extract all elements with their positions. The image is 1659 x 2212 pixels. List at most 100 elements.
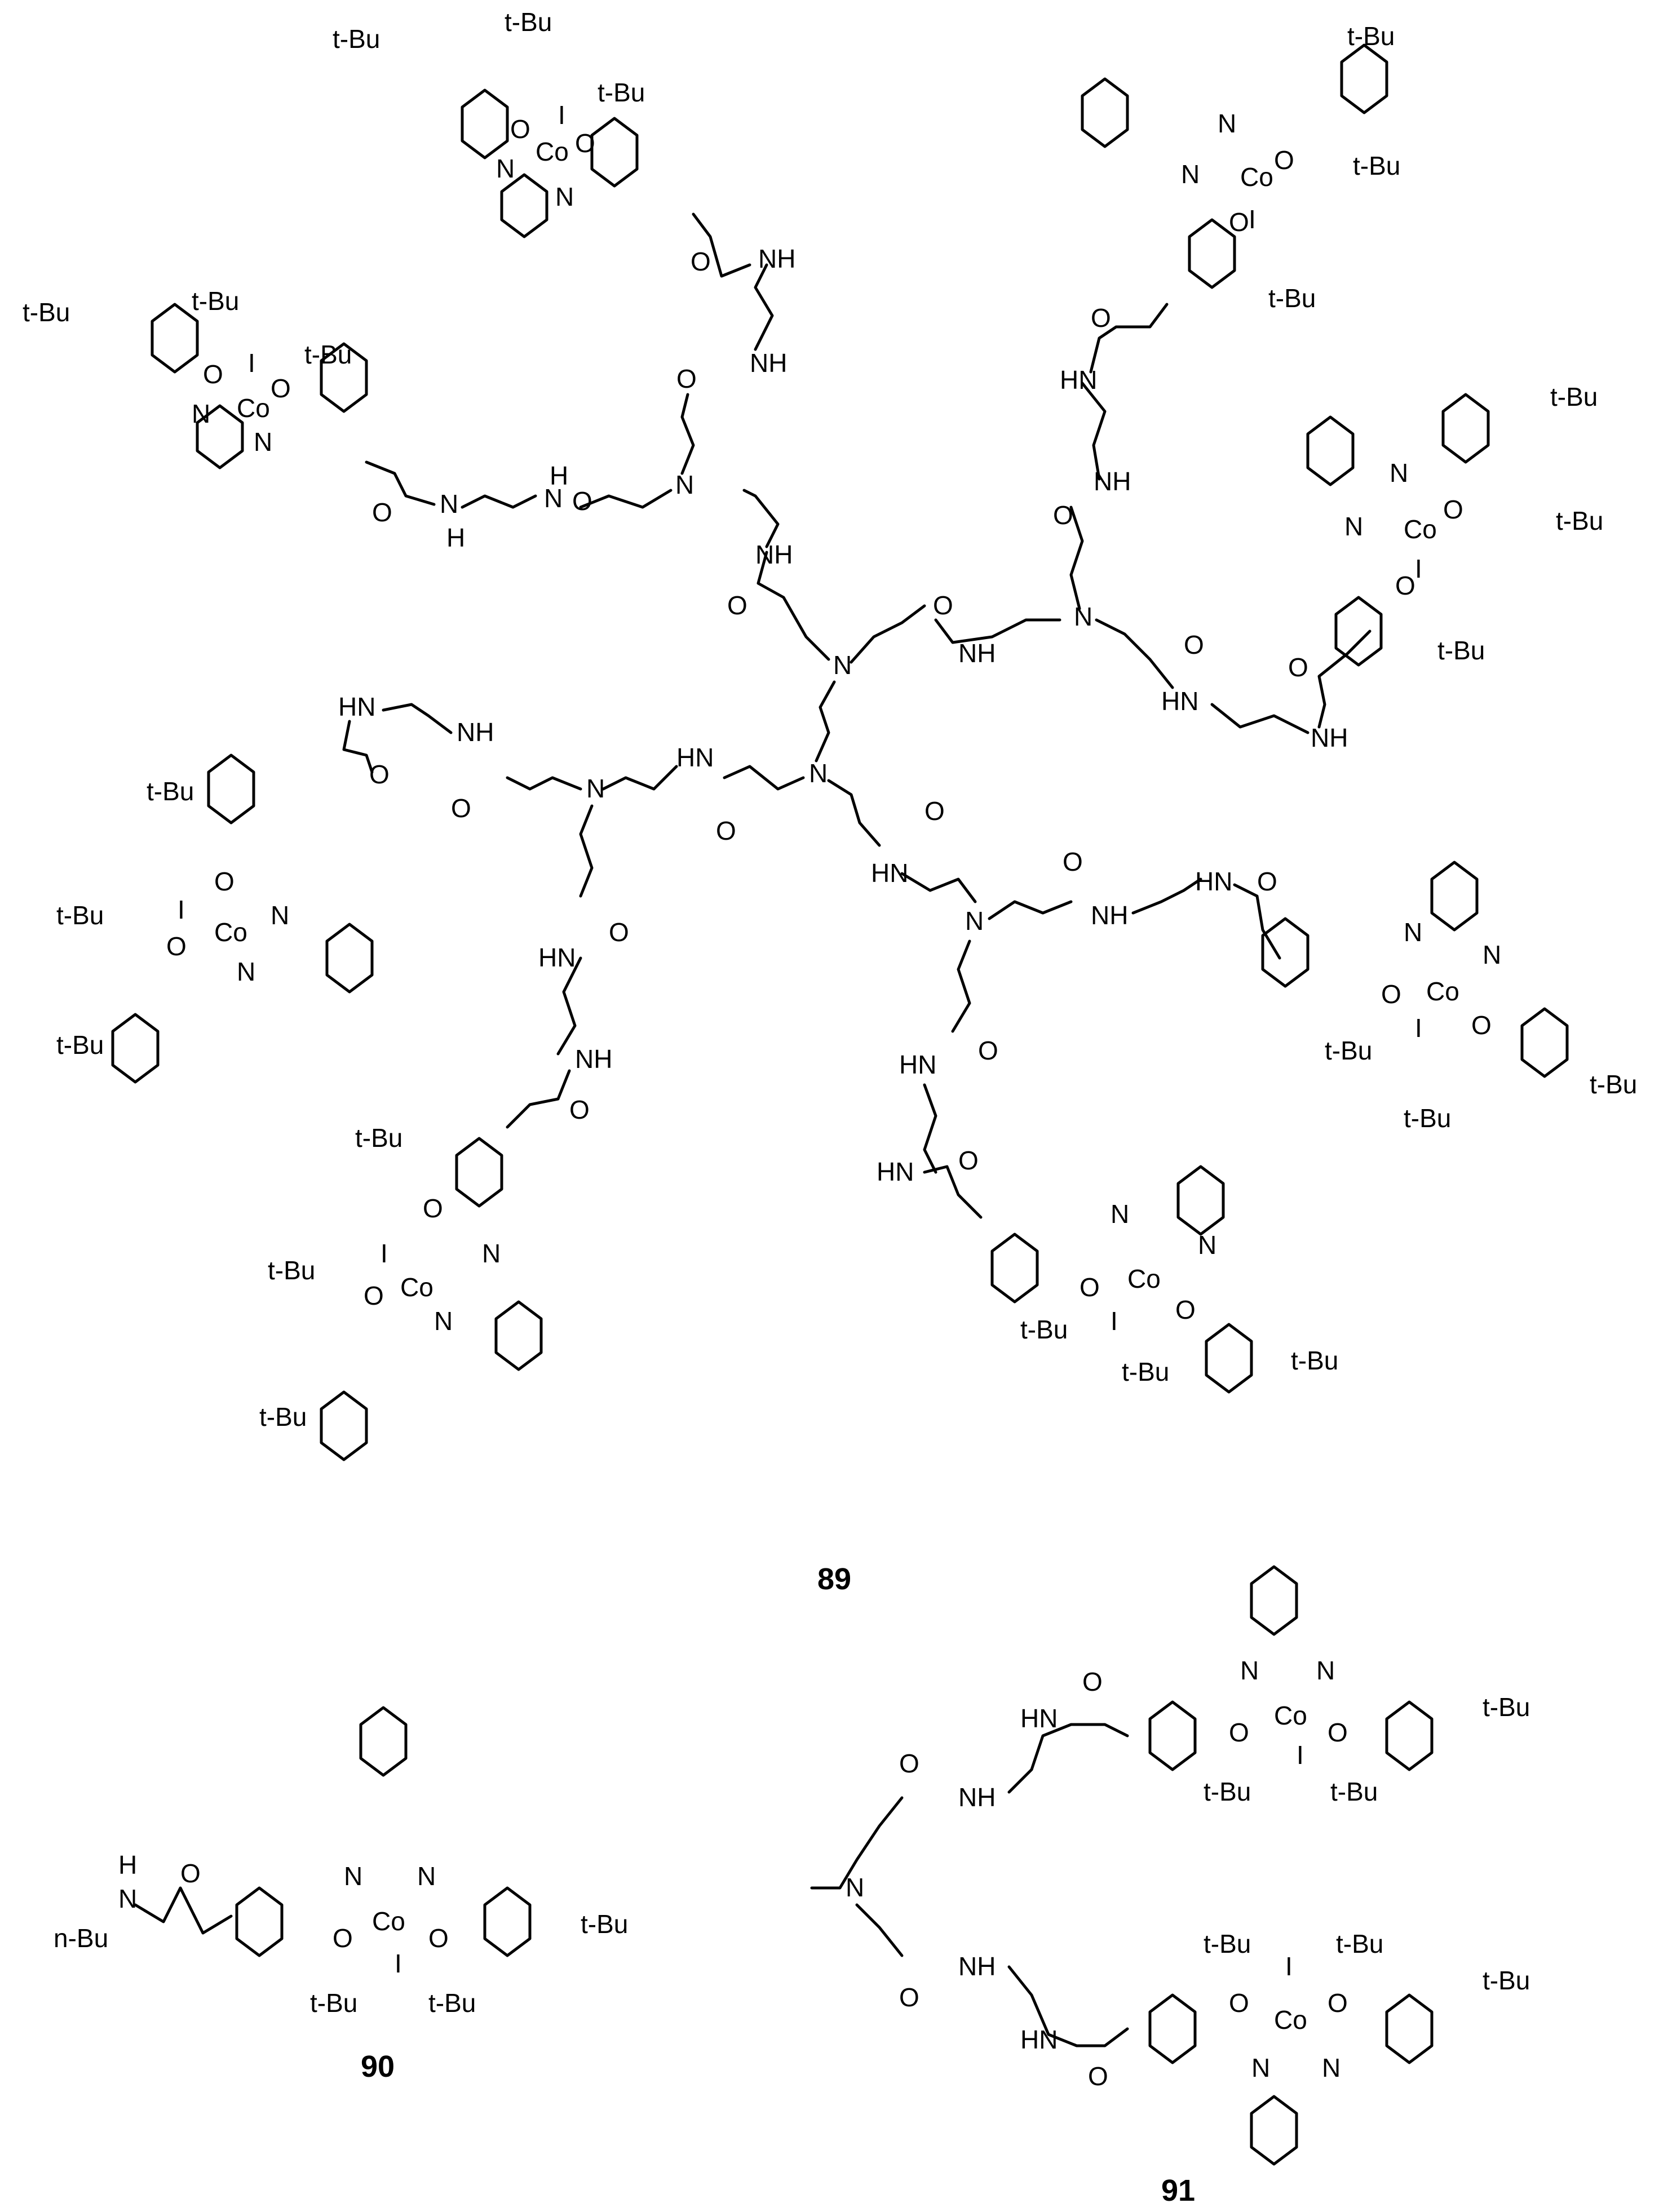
aryl-ring-2 xyxy=(1334,596,1383,667)
lower-cyclohexane-ring xyxy=(1250,2095,1298,2166)
cyclohexane-ring xyxy=(1081,77,1129,148)
aryl-ring-2 xyxy=(1188,218,1236,289)
aryl-ring xyxy=(151,303,199,374)
branch-lr-chain-down xyxy=(951,939,971,1033)
branch-ll-chain-down xyxy=(579,804,594,898)
tbu-label: t-Bu xyxy=(310,1988,357,2018)
branch-ul-amide-o: O xyxy=(727,591,747,620)
branch-ll-o-down: O xyxy=(609,917,629,947)
branch-ur-linker-up xyxy=(1081,382,1107,481)
cobalt-atom: Co xyxy=(400,1273,433,1302)
branch-ul-n-left: N xyxy=(544,484,563,513)
tbu-label-2: t-Bu xyxy=(1404,1103,1451,1133)
tbu-label: t-Bu xyxy=(355,1123,402,1152)
branch-lr-hn-down: HN xyxy=(899,1050,936,1079)
compound-89-structure: N N O NH N O NH HN O O HN NH xyxy=(23,7,1637,1596)
tbu-label-2: t-Bu xyxy=(192,286,239,316)
phenoxide-o-2: O xyxy=(575,128,595,158)
branch-ul-h-left: H xyxy=(550,461,568,490)
tbu-label: t-Bu xyxy=(1020,1315,1068,1344)
branch-lower-left: HN O N O NH HN O O HN NH O xyxy=(338,692,736,1129)
tbu-label-3: t-Bu xyxy=(1291,1346,1338,1375)
co-salen-unit-lower-left: Co I O O N N t-Bu t-Bu t-Bu xyxy=(259,1123,543,1461)
lower-cobalt-atom: Co xyxy=(1274,2005,1307,2034)
core-ethylene-bridge xyxy=(815,680,836,763)
n-butyl-label: n-Bu xyxy=(54,1923,108,1953)
imine-n: N xyxy=(192,399,210,428)
branch-ll-nh-left: NH xyxy=(457,717,494,747)
upper-cyclohexane-ring xyxy=(1250,1565,1298,1636)
branch-ul-nh-up: NH xyxy=(750,348,787,378)
branch-ul-n-left-2: N xyxy=(440,489,458,518)
amide-n: N xyxy=(118,1884,137,1913)
aryl-ring xyxy=(1261,917,1309,988)
upper-tbu-label: t-Bu xyxy=(1204,1777,1251,1806)
compound-90-structure: H N n-Bu O Co I O O N N t-Bu t-Bu t-Bu 9… xyxy=(54,1706,628,2084)
branch-ul-o-up-2: O xyxy=(691,247,711,276)
compound-label-91: 91 xyxy=(1161,2174,1195,2207)
tbu-label-3: t-Bu xyxy=(259,1402,307,1431)
branch-ul-chain xyxy=(742,489,780,548)
tbu-label-3: t-Bu xyxy=(598,78,645,107)
branch-ll-nitrogen: N xyxy=(586,774,605,803)
branch-ul-o-left-2: O xyxy=(372,498,392,527)
branch-lr-o-right-2: O xyxy=(1257,867,1277,896)
aryl-ring-2 xyxy=(111,1013,160,1084)
branch-ll-hn-down: HN xyxy=(538,943,576,972)
branch-ll-o-left-2: O xyxy=(369,760,390,789)
cobalt-atom: Co xyxy=(1127,1264,1161,1293)
tbu-label-2: t-Bu xyxy=(1556,506,1603,535)
amide-o-upper-2: O xyxy=(1082,1667,1103,1696)
branch-upper-left: O NH N O NH NH O O H N N H O xyxy=(365,212,795,620)
lower-iodide-atom: I xyxy=(1285,1952,1293,1981)
cobalt-atom: Co xyxy=(237,393,270,423)
branch-lr-o-right: O xyxy=(1063,847,1083,876)
tbu-label: t-Bu xyxy=(23,298,70,327)
branch-ll-o-down-2: O xyxy=(569,1095,590,1124)
tbu-label: t-Bu xyxy=(1347,21,1395,51)
branch-ul-chain-left xyxy=(579,489,673,509)
phenoxide-o: O xyxy=(1274,145,1294,175)
amide-o-lower-2: O xyxy=(1088,2062,1108,2091)
iodide-atom: I xyxy=(1415,554,1422,583)
branch-lr-linker-right xyxy=(1131,877,1202,915)
imine-n: N xyxy=(496,154,515,183)
iodide-atom: I xyxy=(178,895,185,924)
branch-ur-o-up-2: O xyxy=(1091,303,1111,333)
tertiary-amine-arm-down xyxy=(855,1903,904,1957)
imine-n-2: N xyxy=(1181,159,1200,189)
upper-cobalt-atom: Co xyxy=(1274,1701,1307,1730)
branch-lr-o-down: O xyxy=(978,1036,998,1065)
branch-lr-hn-right: HN xyxy=(1195,867,1232,896)
tbu-label-2: t-Bu xyxy=(1122,1357,1169,1386)
branch-ul-nitrogen: N xyxy=(675,470,694,499)
upper-phenoxide-o: O xyxy=(1229,1718,1249,1747)
amide-linker xyxy=(134,1886,233,1935)
tbu-label-2: t-Bu xyxy=(505,7,552,37)
branch-lr-o-down-2: O xyxy=(958,1146,979,1175)
co-salen-unit-lower-right: Co I O O N N t-Bu t-Bu t-Bu xyxy=(990,1165,1338,1394)
core-arm-upper-left xyxy=(756,551,830,661)
branch-ur-o-right: O xyxy=(1184,630,1204,659)
branch-ur-chain-right xyxy=(1095,618,1174,689)
branch-ll-nh-down: NH xyxy=(575,1044,612,1074)
branch-upper-right: O NH N O NH HN O O HN NH O xyxy=(933,303,1372,752)
branch-lr-linker-down xyxy=(923,1083,937,1174)
co-salen-unit-upper-right: Co I O O N N t-Bu t-Bu t-Bu xyxy=(1306,382,1603,667)
cobalt-atom: Co xyxy=(1404,515,1437,544)
branch-ll-linker-down xyxy=(556,956,582,1056)
upper-imine-n: N xyxy=(1240,1656,1259,1685)
phenoxide-o-2: O xyxy=(1175,1295,1196,1324)
iodide-atom: I xyxy=(395,1949,402,1978)
branch-ur-nh-up: NH xyxy=(1094,467,1131,496)
aryl-ring xyxy=(1441,393,1490,464)
co-salen-unit-top-left: Co I O O N N t-Bu t-Bu t-Bu xyxy=(333,7,645,238)
phenoxide-o: O xyxy=(1443,495,1463,524)
branch-ul-h-left-2: H xyxy=(446,523,465,552)
compound-label-89: 89 xyxy=(817,1562,851,1596)
phenoxide-o-2: O xyxy=(364,1281,384,1310)
lower-aryl-ring xyxy=(1148,1993,1197,2064)
lower-tbu-label-3: t-Bu xyxy=(1483,1966,1530,1995)
lower-imine-n-2: N xyxy=(1322,2053,1341,2082)
tbu-label: t-Bu xyxy=(1550,382,1598,411)
